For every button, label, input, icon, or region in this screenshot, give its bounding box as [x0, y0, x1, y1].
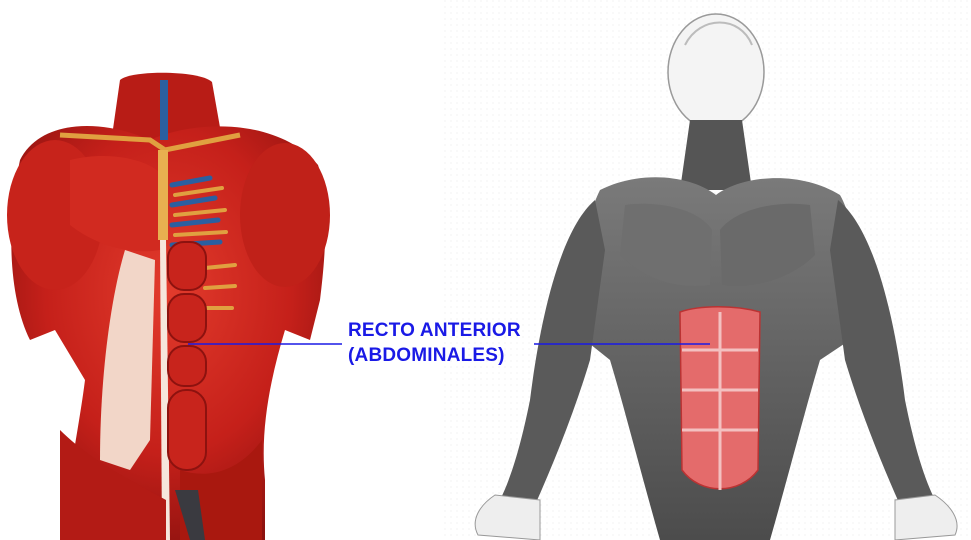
rectus-abdominis-highlight [680, 307, 760, 490]
muscular-torso-color [7, 73, 330, 540]
muscle-label-line-1: RECTO ANTERIOR [348, 318, 521, 343]
muscle-label-line-2: (ABDOMINALES) [348, 343, 521, 368]
muscle-label: RECTO ANTERIOR (ABDOMINALES) [348, 318, 521, 368]
